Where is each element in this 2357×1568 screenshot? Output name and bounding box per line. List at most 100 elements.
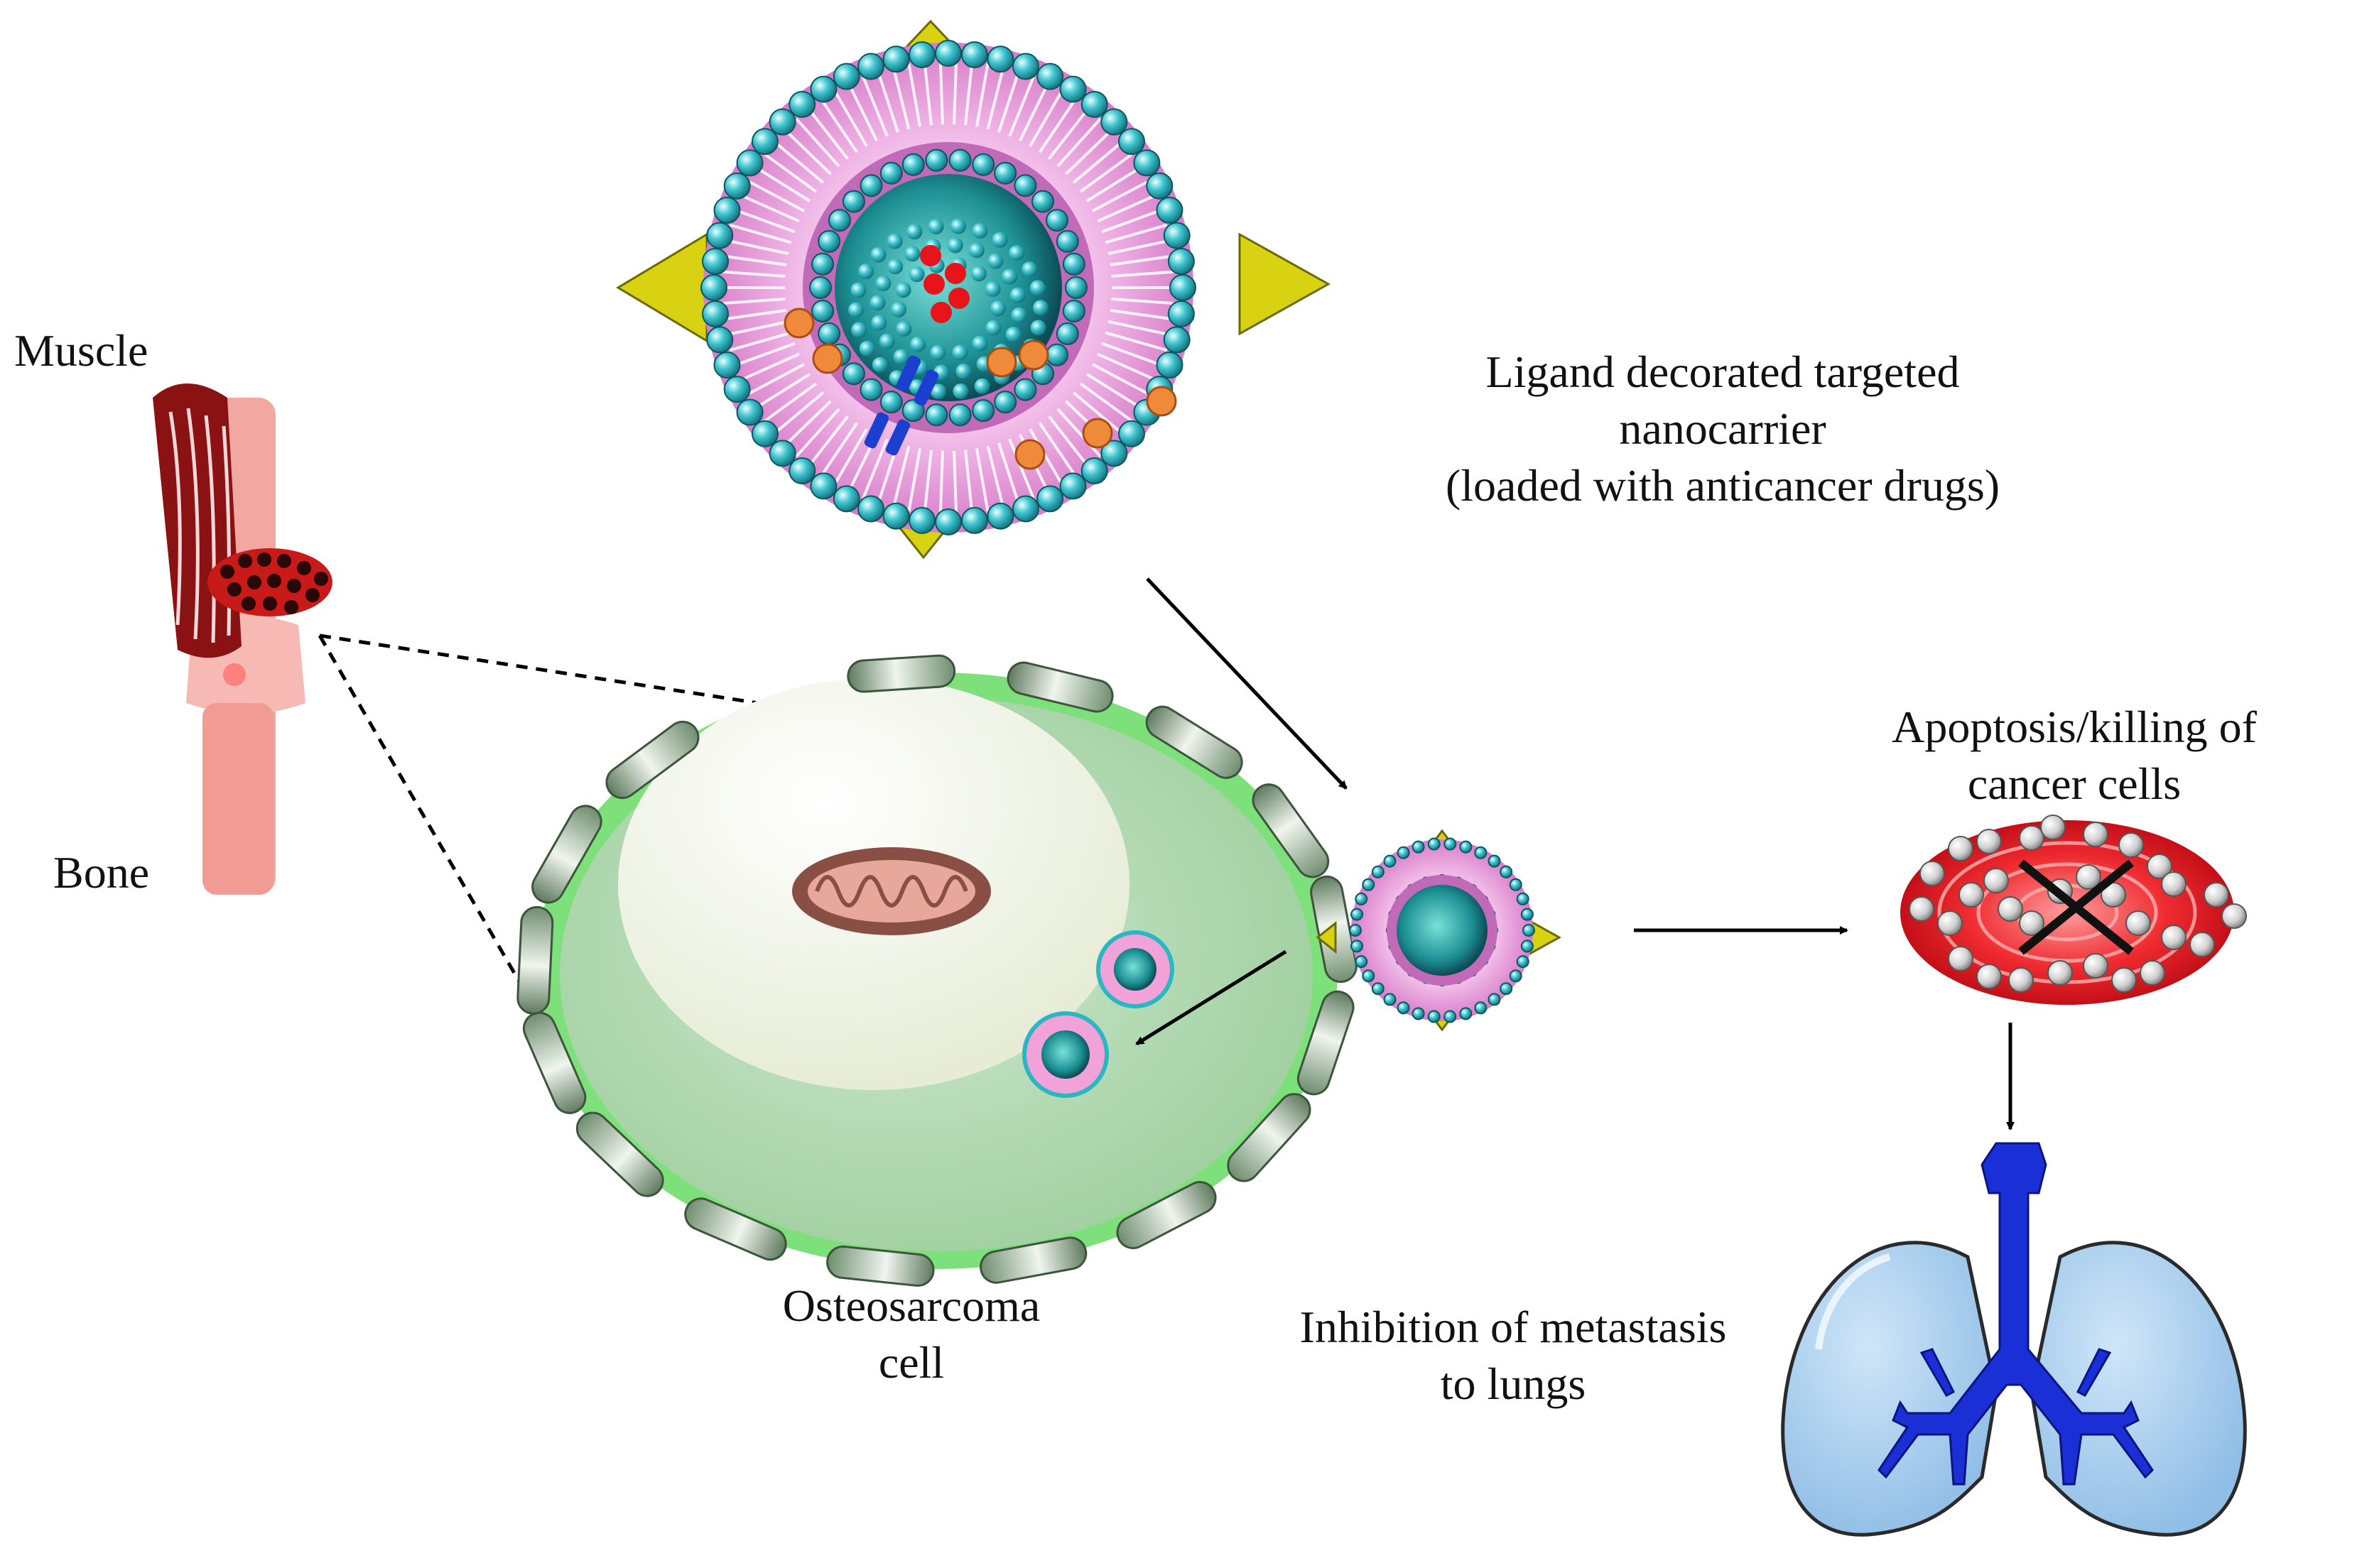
core-particle — [972, 223, 988, 239]
lipid-head — [1065, 276, 1088, 299]
core-particle — [972, 335, 988, 352]
lipid-head — [1427, 837, 1441, 851]
apoptosis-label-line1: Apoptosis/killing of — [1892, 702, 2258, 752]
core-particle — [909, 266, 925, 283]
core-particle — [851, 322, 867, 338]
lipid-head — [1080, 457, 1108, 485]
lipid-head — [1059, 75, 1087, 103]
apoptotic-body — [1909, 896, 1934, 922]
membrane-protein — [575, 1111, 664, 1197]
lipid-tail — [1079, 382, 1134, 423]
lipid-tail — [1105, 331, 1168, 352]
nanocarrier-label-line2: nanocarrier — [1619, 403, 1826, 454]
lipid-head — [1474, 1001, 1488, 1015]
lipid-tail — [1092, 180, 1150, 212]
apoptotic-body — [1958, 882, 1984, 908]
lipid-head — [769, 108, 796, 136]
lipid-tail — [833, 428, 868, 486]
lipid-tail — [907, 63, 922, 127]
lipid-head — [1167, 248, 1195, 276]
lipid-head — [1350, 940, 1364, 953]
membrane-protein — [1007, 661, 1114, 713]
lipid-head — [1350, 908, 1364, 921]
core-particle — [930, 344, 946, 361]
lipid-head — [769, 440, 796, 467]
lipid-head — [901, 153, 925, 176]
core-particle — [1005, 326, 1022, 342]
lipid-head — [723, 376, 751, 403]
lipid-head — [960, 506, 988, 534]
lipid-tail — [1056, 117, 1102, 168]
lipid-tail — [1038, 98, 1077, 153]
core-particle — [987, 253, 1004, 269]
apoptotic-body — [2161, 925, 2187, 950]
lipid-tail — [1008, 438, 1035, 499]
lipid-tail — [747, 363, 805, 396]
lipid-head — [1397, 1001, 1410, 1015]
membrane-proteins — [516, 654, 1358, 1287]
inhibition-label-line1: Inhibition of metastasis — [1300, 1302, 1727, 1352]
nanocarrier-large — [616, 19, 1331, 560]
lipid-tail — [739, 194, 800, 223]
lipid-head — [811, 300, 835, 323]
lipid-tail — [722, 254, 787, 266]
lipid-head — [1036, 485, 1064, 513]
lipid-head — [1100, 440, 1128, 467]
core-particle — [1011, 307, 1027, 323]
lipid-head — [1014, 378, 1037, 401]
lipid-tail — [721, 270, 786, 278]
membrane-protein — [1296, 990, 1355, 1096]
lipid-tail — [795, 117, 840, 168]
apoptotic-body — [2040, 815, 2066, 840]
lipid-tail — [1111, 298, 1176, 305]
lipid-head — [960, 41, 988, 69]
membrane-protein — [684, 1197, 787, 1261]
lipid-head — [879, 161, 903, 185]
core-particle — [887, 233, 903, 249]
muscle-label: Muscle — [14, 325, 148, 376]
lipid-tail — [1105, 223, 1168, 244]
arrow-internalization — [1135, 949, 1287, 1046]
apoptotic-body — [2189, 932, 2215, 957]
lipid-tail — [729, 223, 792, 244]
trachea — [1878, 1142, 2154, 1486]
lipid-head — [935, 40, 962, 67]
core-particle — [1009, 245, 1025, 261]
core-particle — [1030, 320, 1046, 336]
lipid-head — [1516, 892, 1529, 905]
lipid-tail — [754, 373, 811, 410]
hydrophilic-drug — [920, 245, 970, 323]
lipid-head — [1412, 1007, 1425, 1020]
kill-cross-icon — [2018, 859, 2134, 955]
lipid-head — [1062, 252, 1085, 276]
core-particle — [985, 281, 1001, 297]
core-particle — [875, 276, 892, 292]
apoptotic-body — [2019, 910, 2044, 936]
lipid-head — [810, 75, 838, 103]
lipid-head — [810, 472, 838, 500]
lipid-head — [925, 403, 948, 427]
lipid-tail — [1038, 422, 1077, 477]
core-particle — [970, 266, 987, 282]
lipid-tail — [1048, 415, 1090, 468]
lipid-tail — [1110, 254, 1174, 266]
lipid-tail — [892, 445, 911, 508]
apoptotic-body — [2111, 967, 2137, 993]
lipid-tail — [1056, 408, 1102, 458]
lipid-tail — [862, 76, 889, 137]
lipid-head — [860, 378, 883, 401]
lungs — [1781, 1142, 2247, 1537]
nanocarrier-small — [1316, 829, 1562, 1032]
small-ligand-left — [1316, 920, 1337, 954]
membrane-protein — [980, 1236, 1088, 1284]
apoptotic-body — [1919, 861, 1945, 886]
lipid-tail — [820, 98, 859, 153]
lipid-head — [842, 362, 865, 386]
lipid-head — [994, 391, 1017, 414]
core-particle — [871, 315, 887, 331]
lipid-head — [833, 485, 860, 513]
lipid-head — [1355, 892, 1368, 905]
core-particle — [906, 224, 923, 240]
lipid-head — [1362, 878, 1375, 891]
